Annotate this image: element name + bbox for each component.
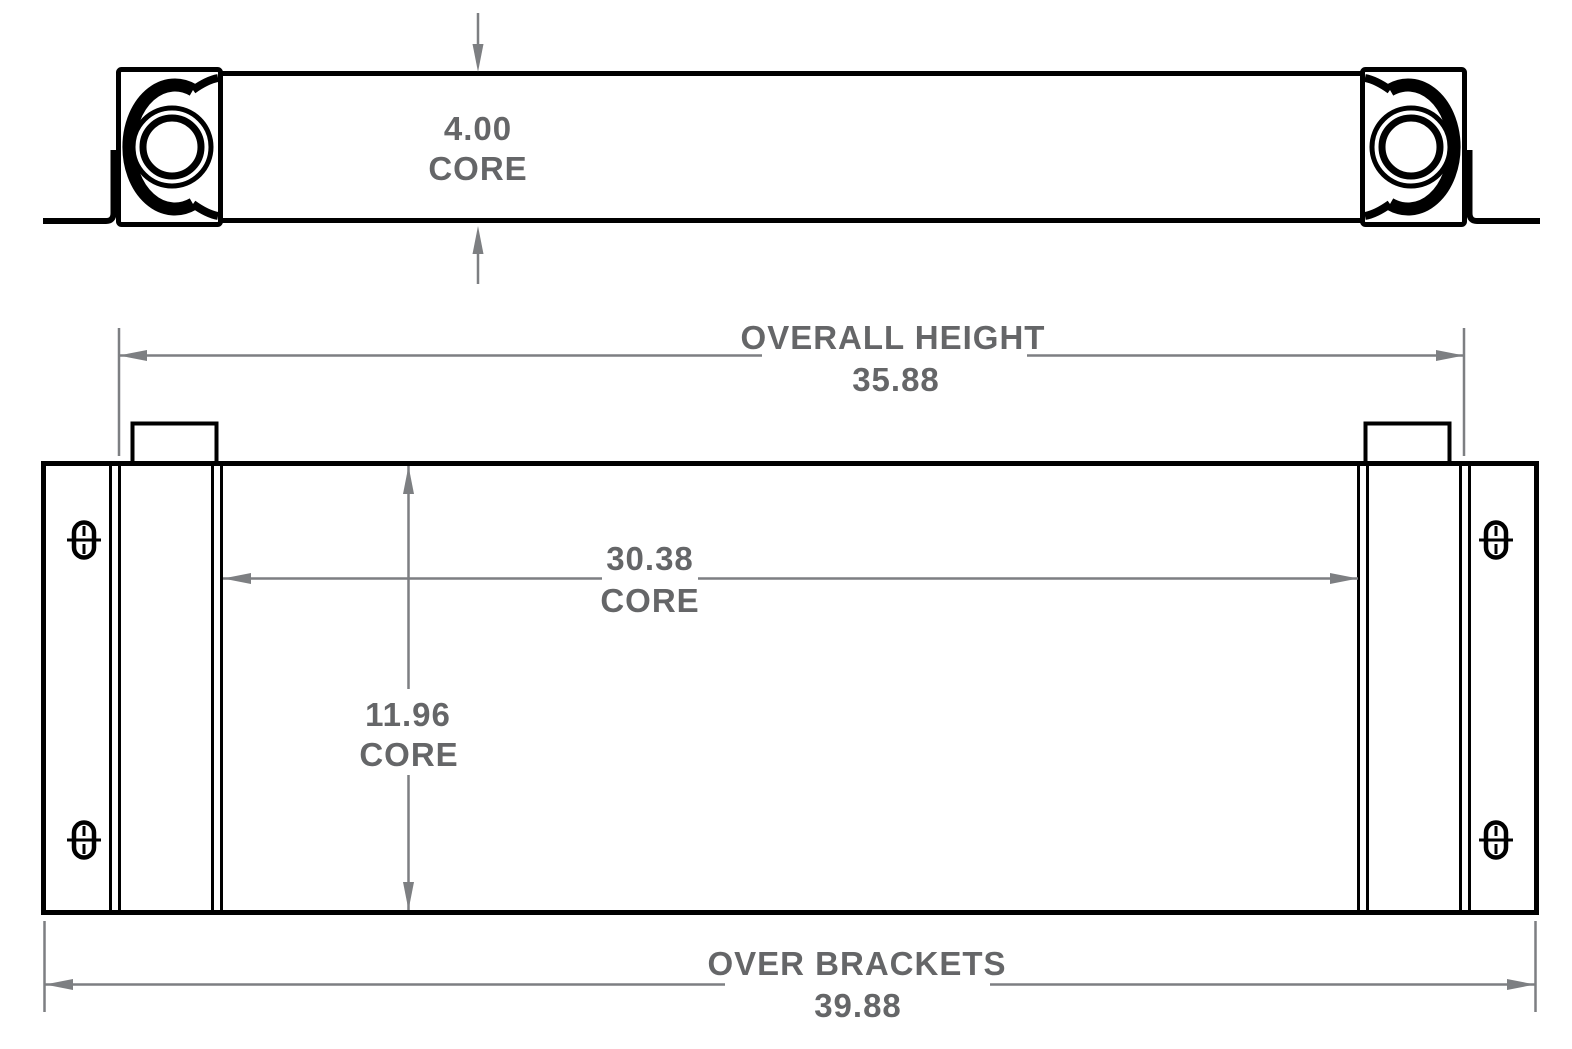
front-view-body [41,461,1539,915]
core-depth-label: CORE [428,150,527,187]
dim-arrow-right [1507,979,1535,990]
overall-height-value: 35.88 [852,361,940,398]
dim-arrow-left [119,350,147,361]
dim-arrow-down [403,882,414,910]
top-view-core-slab [218,71,1365,223]
core-height-dimension: 11.96 CORE [359,466,458,910]
over-brackets-value: 39.88 [814,987,902,1024]
fitting-arc-tip [1364,200,1393,220]
fitting-outer-arc [1386,78,1461,216]
core-height-label: CORE [359,736,458,773]
top-view-right-bracket-foot [1466,150,1540,224]
dim-arrow-right [1436,350,1464,361]
fitting-arc-tip [190,200,219,220]
core-width-dimension: 30.38 CORE [223,540,1358,619]
core-height-value: 11.96 [365,696,451,733]
front-view-left-top-tab [130,421,219,466]
dim-arrow-right [1330,573,1358,584]
fitting-flange-circle [1369,105,1453,189]
dim-arrow-up [403,466,414,494]
mounting-slot [67,520,101,560]
dim-arrow-left [45,979,73,990]
fitting-outer-arc [122,78,197,216]
mounting-slot [67,820,101,860]
fitting-port-circle [1378,114,1444,180]
overall-height-label: OVERALL HEIGHT [741,319,1046,356]
over-brackets-dimension: OVER BRACKETS 39.88 [43,921,1537,1024]
core-depth-value: 4.00 [444,110,512,147]
top-view-left-bracket-foot [43,150,117,224]
mounting-slot [1479,520,1513,560]
front-view-mounting-slots [67,520,1513,860]
fitting-flange-circle [130,105,214,189]
dim-arrow-up [472,226,484,254]
overall-height-dimension: OVERALL HEIGHT 35.88 [117,319,1466,456]
over-brackets-label: OVER BRACKETS [707,945,1006,982]
front-view-panel-lines [109,466,1471,911]
dim-arrow-left [223,573,251,584]
core-width-value: 30.38 [606,540,694,577]
fitting-arc-tip [1364,74,1393,94]
core-width-label: CORE [600,582,699,619]
front-view: 30.38 CORE 11.96 CORE [41,421,1539,915]
core-depth-dimension: 4.00 CORE [428,13,527,284]
fitting-arc-tip [190,74,219,94]
top-view: 4.00 CORE [43,13,1540,284]
top-view-right-fitting [1364,74,1461,220]
top-view-left-fitting [122,74,219,220]
mounting-slot [1479,820,1513,860]
front-view-right-top-tab [1363,421,1452,466]
dim-arrow-down [472,44,484,72]
fitting-port-circle [139,114,205,180]
